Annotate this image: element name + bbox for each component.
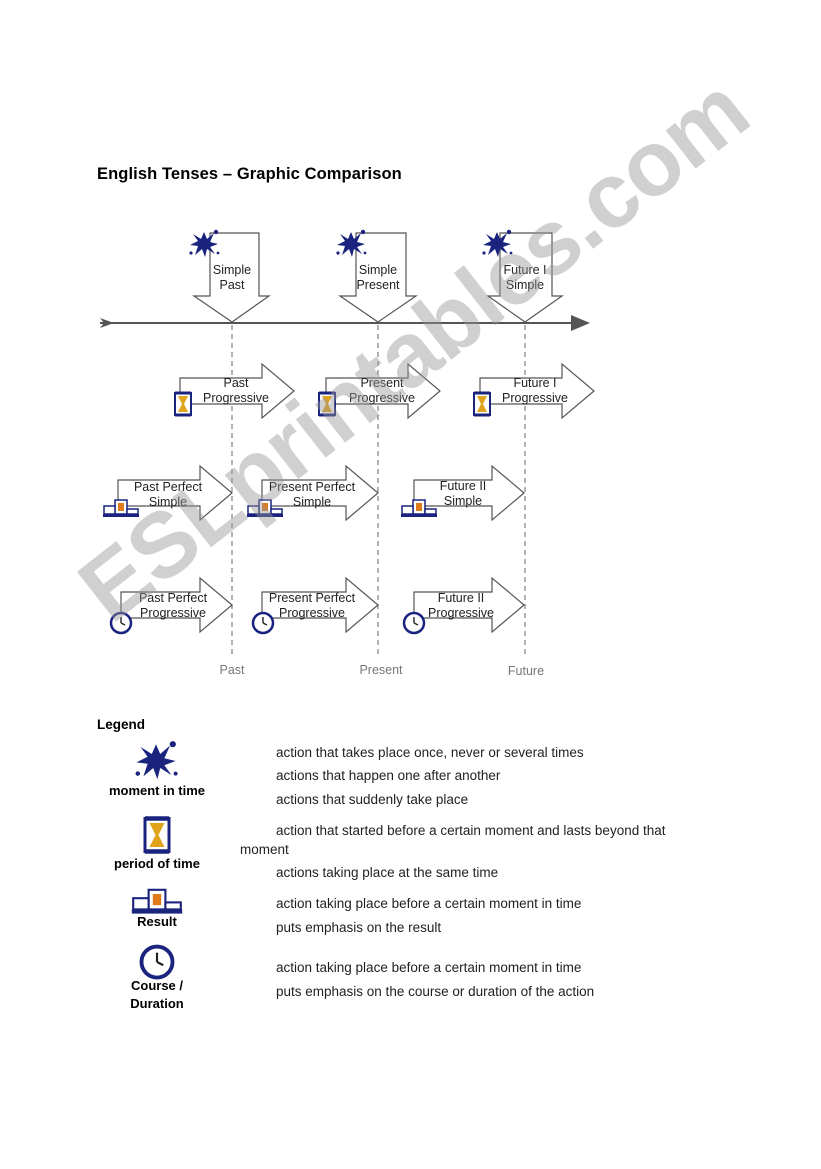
present-perfect-simple-line1: Present Perfect [269, 480, 356, 494]
past-perfect-simple-line2: Simple [149, 495, 187, 509]
time-label-future: Future [508, 664, 544, 678]
podium-icon [130, 888, 184, 914]
present-progressive-line1: Present [360, 376, 404, 390]
present-perfect-progressive-line1: Present Perfect [269, 591, 356, 605]
past-perfect-progressive-arrow: Past Perfect Progressive [109, 576, 233, 635]
future-simple-line1: Future I [503, 263, 546, 277]
present-perfect-simple-line2: Simple [293, 495, 331, 509]
axis-arrowhead [571, 315, 590, 331]
page-title: English Tenses – Graphic Comparison [97, 165, 402, 183]
legend-title: Legend [97, 717, 146, 732]
future-perfect-simple-arrow: Future II Simple [400, 464, 525, 522]
simple-present-line1: Simple [359, 263, 397, 277]
past-perfect-progressive-line2: Progressive [140, 606, 206, 620]
legend-label-result: Result [137, 914, 177, 929]
present-perfect-progressive-arrow: Present Perfect Progressive [251, 576, 379, 635]
future-progressive-arrow: Future I Progressive [472, 362, 595, 420]
present-progressive-arrow: Present Progressive [317, 362, 441, 420]
past-progressive-arrow: Past Progressive [173, 362, 295, 420]
past-perfect-simple-arrow: Past Perfect Simple [102, 464, 233, 522]
future-perfect-progressive-line2: Progressive [428, 606, 494, 620]
future-perfect-simple-line1: Future II [440, 479, 487, 493]
simple-present-line2: Present [356, 278, 400, 292]
legend-text: puts emphasis on the result [276, 920, 442, 935]
future-simple-arrow: Future I Simple [482, 229, 564, 323]
simple-present-arrow: Simple Present [336, 229, 418, 323]
future-progressive-line1: Future I [513, 376, 556, 390]
simple-past-line1: Simple [213, 263, 251, 277]
legend-label-course-line2: Duration [130, 996, 184, 1011]
legend-label-moment: moment in time [108, 783, 206, 798]
present-progressive-line2: Progressive [349, 391, 415, 405]
future-perfect-progressive-line1: Future II [438, 591, 485, 605]
hourglass-icon [472, 391, 492, 417]
time-label-present: Present [359, 663, 403, 677]
clock-icon [251, 611, 275, 635]
legend-text: actions that suddenly take place [276, 792, 469, 807]
tense-timeline-diagram: Simple Past Simple Present Future I Simp… [100, 229, 595, 678]
simple-past-arrow: Simple Past [189, 229, 271, 323]
legend-text: action that takes place once, never or s… [276, 745, 584, 760]
time-label-past: Past [219, 663, 245, 677]
clock-icon [139, 944, 175, 980]
past-perfect-progressive-line1: Past Perfect [139, 591, 208, 605]
legend-text: action taking place before a certain mom… [276, 960, 582, 975]
legend-label-course-line1: Course / [130, 978, 183, 993]
clock-icon [402, 611, 426, 635]
present-perfect-progressive-line2: Progressive [279, 606, 345, 620]
legend-text: actions that happen one after another [276, 768, 501, 783]
splash-icon [135, 741, 178, 780]
legend-text: moment [240, 842, 289, 857]
future-perfect-progressive-arrow: Future II Progressive [402, 576, 525, 635]
hourglass-icon [173, 391, 193, 417]
legend-text: action that started before a certain mom… [276, 823, 666, 838]
past-progressive-line2: Progressive [203, 391, 269, 405]
future-simple-line2: Simple [506, 278, 544, 292]
present-perfect-simple-arrow: Present Perfect Simple [246, 464, 379, 522]
simple-past-line2: Past [219, 278, 245, 292]
hourglass-icon [140, 815, 174, 855]
legend-text: action taking place before a certain mom… [276, 896, 582, 911]
past-perfect-simple-line1: Past Perfect [134, 480, 203, 494]
legend-text: puts emphasis on the course or duration … [276, 984, 595, 999]
future-progressive-line2: Progressive [502, 391, 568, 405]
legend-label-period: period of time [114, 856, 200, 871]
past-progressive-line1: Past [223, 376, 249, 390]
axis-tail [100, 318, 114, 328]
legend-text: actions taking place at the same time [276, 865, 499, 880]
future-perfect-simple-line2: Simple [444, 494, 482, 508]
